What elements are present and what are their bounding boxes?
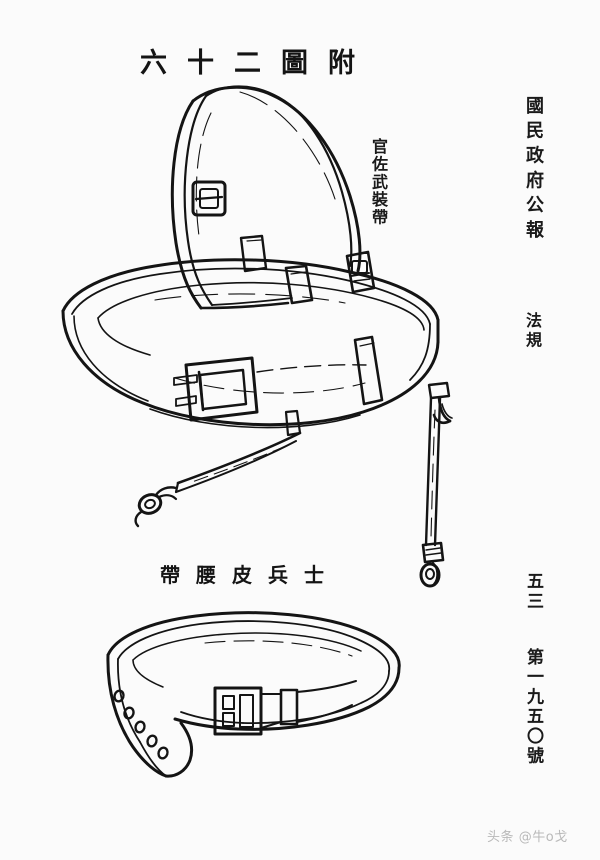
main-frame-buckle <box>173 356 367 422</box>
belt-keeper <box>279 688 299 726</box>
waist-belt-band <box>61 258 440 429</box>
belt-keeper-loop <box>353 335 384 406</box>
left-hanging-strap <box>174 431 302 494</box>
punch-holes <box>113 689 169 760</box>
right-hanging-strap <box>419 381 453 588</box>
officer-belt-label: 官佐武裝帶 <box>369 138 388 226</box>
tapered-belt-tip <box>113 689 194 778</box>
officer-sam-browne-belt <box>61 85 453 588</box>
soldier-leather-waist-belt <box>106 611 401 778</box>
page-number: 五三 <box>523 572 543 613</box>
figure-title: 六十二圖附 <box>140 48 375 79</box>
gazette-name: 國民政府公報 <box>523 96 544 246</box>
shoulder-strap <box>170 85 362 310</box>
watermark: 头条 @牛o戈 <box>487 830 568 845</box>
shoulder-strap-square-buckle <box>191 180 227 217</box>
rectangular-frame-buckle <box>213 686 263 736</box>
section-label: 法規 <box>523 312 542 352</box>
issue-number: 第一九五〇號 <box>523 648 543 767</box>
left-snap-hook <box>134 486 178 528</box>
right-snap-hook-upper <box>432 396 453 425</box>
waist-belt-caption: 帶腰皮兵士 <box>160 563 340 587</box>
right-snap-hook-lower <box>419 562 441 588</box>
shoulder-strap-keeper <box>239 234 268 273</box>
